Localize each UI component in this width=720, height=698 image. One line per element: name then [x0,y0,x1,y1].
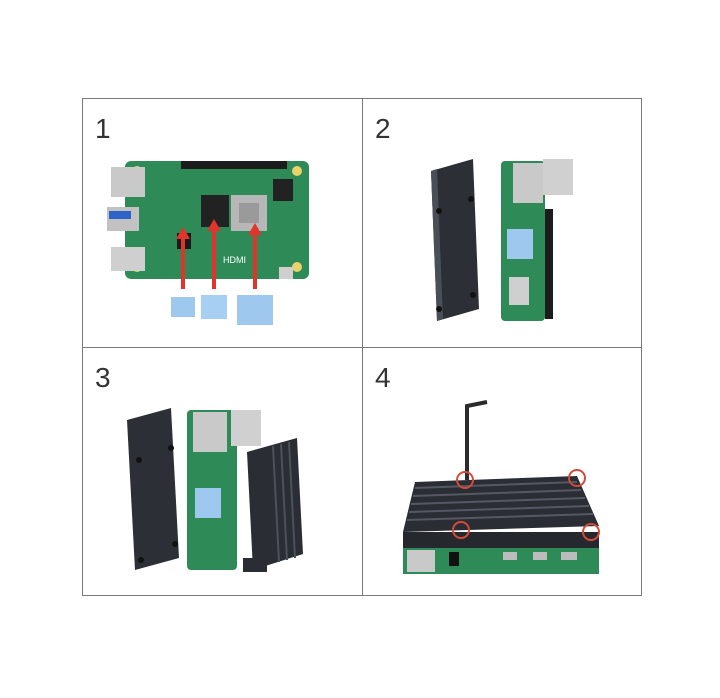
screw-highlight [568,469,586,487]
step-3-panel: 3 [83,348,362,596]
ethernet-port [407,550,435,572]
usb-port [111,247,145,271]
grid-divider-horizontal [83,347,641,348]
step-4-illustration [403,400,600,574]
ethernet-port [513,163,543,203]
case-panel [431,159,479,321]
thermal-pad [171,297,195,317]
step-1-illustration: HDMI [107,161,309,325]
gpio-header [545,209,553,319]
thermal-pad [195,488,221,518]
ethernet-port [111,167,145,197]
step-2-panel: 2 [363,99,642,347]
step-number: 3 [95,362,111,393]
screw-highlight [456,471,474,489]
screw-highlight [582,523,600,541]
usb-c-port [561,552,577,560]
gpio-header [181,161,287,169]
case-panel [127,408,179,570]
step-2-illustration [431,159,573,321]
step-3-illustration [127,408,303,572]
step-4-panel: 4 [363,348,642,596]
hdmi-port [503,552,517,560]
screw-highlight [452,521,470,539]
ethernet-port [193,412,227,452]
step-number: 2 [375,113,391,144]
usb-port [231,410,261,446]
thermal-pad [507,229,533,259]
step-1-panel: 1 HDMI [83,99,362,347]
step-number: 4 [375,362,391,393]
instruction-grid: 1 HDMI [82,98,642,596]
wifi-chip [273,179,293,201]
hex-key-icon [465,400,488,480]
thermal-pad [237,295,273,325]
thermal-pad [201,295,227,319]
step-number: 1 [95,113,111,144]
usb-port [543,159,573,195]
hdmi-port [533,552,547,560]
hdmi-label: HDMI [223,255,246,265]
